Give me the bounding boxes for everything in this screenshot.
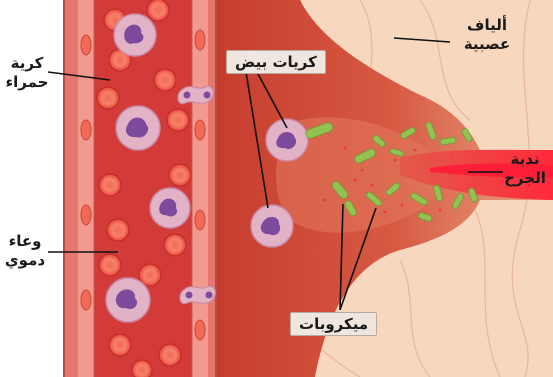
label-wound-scar-line2: الجرح bbox=[498, 169, 552, 188]
label-nerve-fibers: ألياف عصبية bbox=[456, 16, 518, 54]
label-blood-vessel-line1: وعاء bbox=[0, 232, 50, 251]
label-microbes: ميكروبات bbox=[290, 312, 377, 336]
label-wound-scar-line1: ندبة bbox=[498, 150, 552, 169]
label-red-blood-cell-line1: كرية bbox=[0, 54, 54, 73]
label-red-blood-cell: كرية حمراء bbox=[0, 54, 54, 92]
label-wound-scar: ندبة الجرح bbox=[498, 150, 552, 188]
label-white-blood-cells: كريات بيض bbox=[226, 50, 326, 74]
label-nerve-fibers-line2: عصبية bbox=[456, 35, 518, 54]
vessel-inner-wall-left bbox=[78, 0, 94, 377]
label-nerve-fibers-line1: ألياف bbox=[456, 16, 518, 35]
label-blood-vessel: وعاء دموي bbox=[0, 232, 50, 270]
label-blood-vessel-line2: دموي bbox=[0, 251, 50, 270]
label-red-blood-cell-line2: حمراء bbox=[0, 73, 54, 92]
